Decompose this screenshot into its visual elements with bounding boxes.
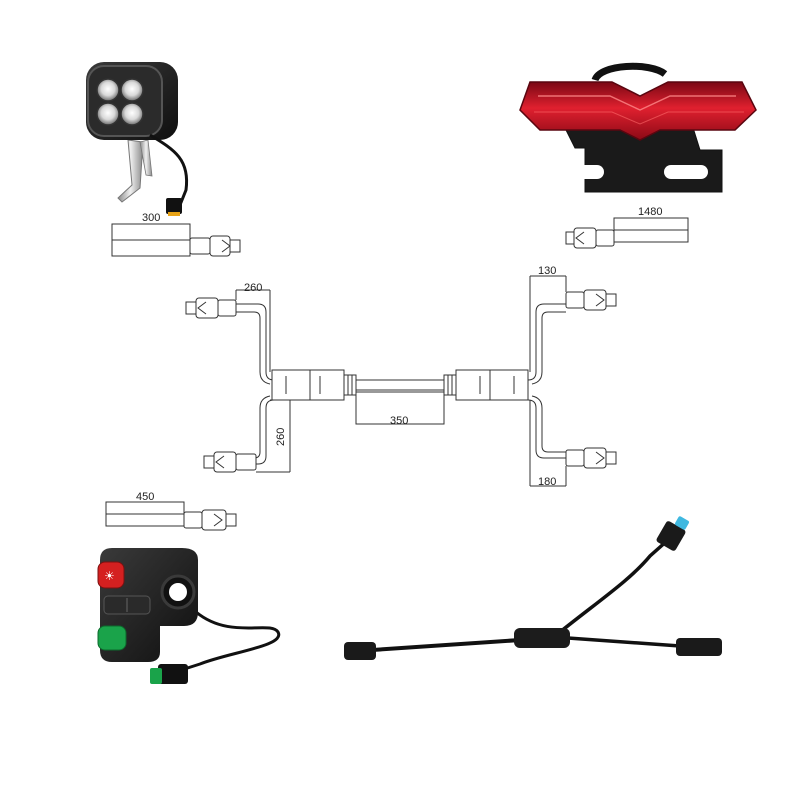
headlight-cable-drawing (111, 223, 241, 257)
splitter-product (344, 516, 722, 660)
switch-product: ☀ (97, 548, 281, 684)
headlight-product (86, 62, 189, 216)
switch-cable-drawing (105, 501, 237, 531)
dimension-splitter-center: 350 (390, 415, 408, 427)
dimension-splitter-right-bottom: 180 (538, 476, 556, 488)
dimension-switch-cable: 450 (136, 491, 154, 503)
dimension-headlight-cable: 300 (142, 212, 160, 224)
taillight-product (519, 62, 757, 193)
taillight-cable-drawing (565, 217, 689, 249)
dimension-splitter-left-top: 260 (244, 282, 262, 294)
svg-text:☀: ☀ (104, 569, 115, 583)
dimension-splitter-left-vertical: 260 (275, 428, 287, 446)
dimension-taillight-cable: 1480 (638, 206, 662, 218)
dimension-splitter-right-top: 130 (538, 265, 556, 277)
harness-drawing (185, 275, 617, 487)
